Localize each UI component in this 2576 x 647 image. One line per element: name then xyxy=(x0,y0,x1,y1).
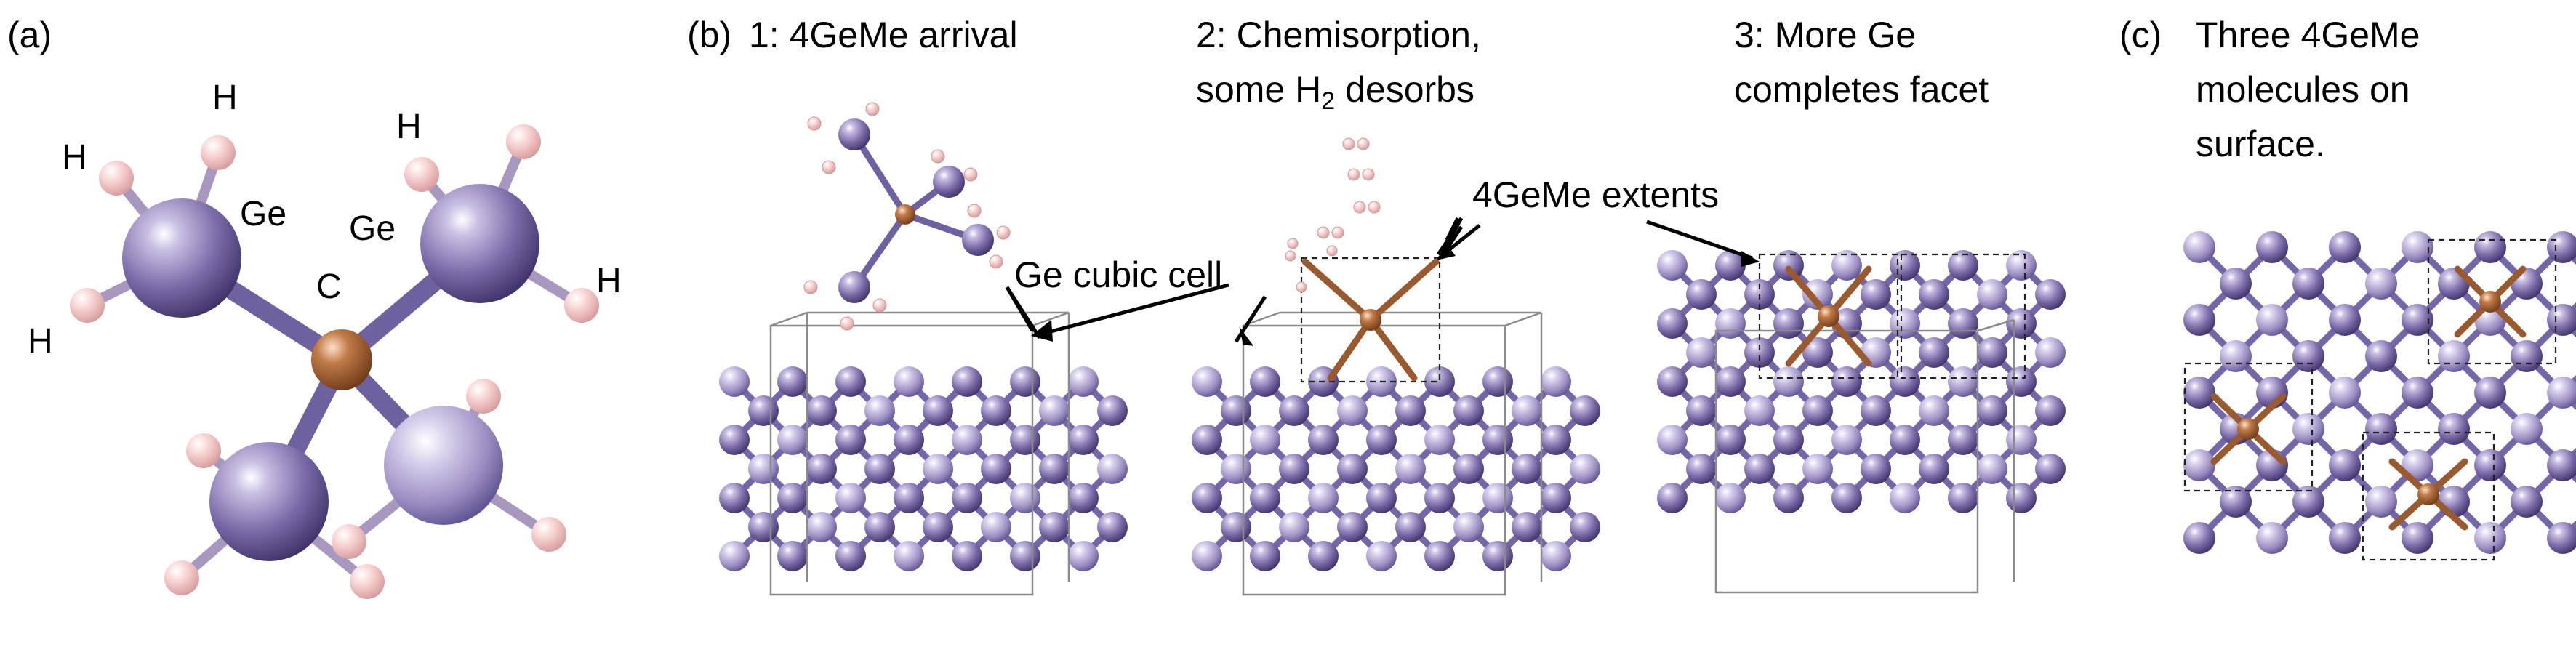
atom-label-c: C xyxy=(316,268,342,306)
germanium-atoms xyxy=(122,184,539,561)
atom-label-h: H xyxy=(596,262,622,300)
atom-label-ge: Ge xyxy=(240,195,286,233)
step3-caption-line2: completes facet xyxy=(1734,69,1989,110)
panel-c-label: (c) xyxy=(2119,15,2162,55)
panel-b-label: (b) xyxy=(687,15,731,55)
hydrogen-atoms xyxy=(70,124,599,599)
atom-label-h: H xyxy=(212,79,238,117)
panel-c-caption-line3: surface. xyxy=(2196,124,2325,164)
adsorbed-carbon xyxy=(2210,393,2287,465)
desorbed-h2-molecules xyxy=(1285,137,1381,293)
text-labels: (a) (b) (c) H H H H H Ge Ge C 1: 4GeMe a… xyxy=(7,15,2420,361)
panel-c-caption-line2: molecules on xyxy=(2196,69,2410,110)
crystal-step2 xyxy=(1192,366,1600,571)
gemE-extents-annotation: 4GeMe extents xyxy=(1472,174,1719,215)
adsorbed-carbon xyxy=(1301,258,1440,382)
adsorbed-carbon xyxy=(2388,458,2468,531)
adsorbed-carbon xyxy=(1785,265,1872,367)
arrow-heads-and-lines xyxy=(1436,220,1760,267)
lattice-atoms xyxy=(1192,366,1600,571)
lattice-atoms xyxy=(2183,231,2576,554)
atom-label-h: H xyxy=(396,108,422,146)
lattice-atoms xyxy=(719,366,1128,571)
atom-label-ge: Ge xyxy=(349,209,396,248)
ge-cubic-cell-outlines xyxy=(769,311,2015,596)
panel-a-label: (a) xyxy=(7,15,52,55)
ge-cubic-cell-annotation: Ge cubic cell xyxy=(1014,254,1222,295)
step1-caption: 1: 4GeMe arrival xyxy=(749,15,1018,55)
step2-caption-line2: some H2 desorbs xyxy=(1196,69,1474,115)
gemE-extent-boxes xyxy=(1300,238,2557,561)
crystal-step1 xyxy=(719,366,1128,571)
atom-label-h: H xyxy=(62,138,87,177)
lattice-atoms xyxy=(1657,250,2066,513)
atom-label-h: H xyxy=(28,322,53,361)
adsorbed-carbon xyxy=(2454,265,2527,338)
step2-caption-line1: 2: Chemisorption, xyxy=(1196,15,1481,55)
step3-caption-line1: 3: More Ge xyxy=(1734,15,1916,55)
panel-a-molecule xyxy=(70,124,599,599)
crystal-step3 xyxy=(1657,250,2066,513)
carbon-atom xyxy=(311,329,372,390)
crystal-panel-c xyxy=(2183,231,2576,554)
panel-c-caption-line1: Three 4GeMe xyxy=(2196,15,2420,55)
gas-phase-4gemE-molecule xyxy=(803,102,1011,331)
